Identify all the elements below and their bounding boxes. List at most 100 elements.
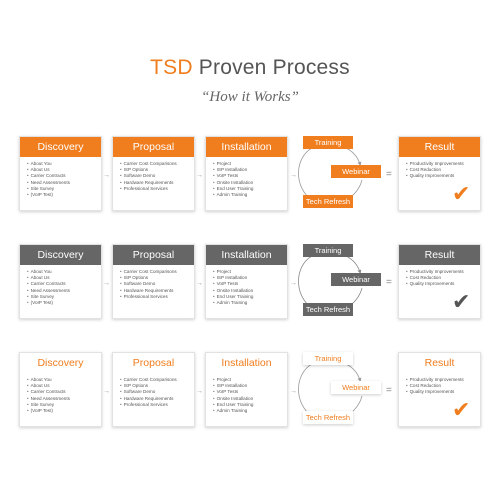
result-item-list: Productivity ImprovementsCost ReductionQ… <box>399 265 480 288</box>
checkmark-icon: ✔ <box>452 181 471 206</box>
training-tag: Training <box>303 136 353 149</box>
result-card-title: Result <box>399 137 480 157</box>
discovery-card-title: Discovery <box>20 137 101 157</box>
installation-card-title: Installation <box>206 245 287 265</box>
list-item: Need Assessments <box>27 180 97 186</box>
list-item: Software Demo <box>120 389 190 395</box>
arrow-right-icon: → <box>196 280 203 287</box>
list-item: Quality Improvements <box>406 281 476 287</box>
discovery-item-list: About YouAbout UsCarrier ContractsNeed A… <box>20 157 101 198</box>
proposal-item-list: Carrier Cost ComparisonsISP OptionsSoftw… <box>113 157 194 192</box>
list-item: Professional Services <box>120 186 190 192</box>
list-item: Admin Training <box>213 300 283 306</box>
equals-sign: = <box>386 385 392 396</box>
process-row-orange: DiscoveryAbout YouAbout UsCarrier Contra… <box>0 136 500 212</box>
list-item: Productivity Improvements <box>406 161 476 167</box>
installation-card: InstallationProjectISP InstallationVoIP … <box>205 352 288 427</box>
list-item: About You <box>27 161 97 167</box>
list-item: Admin Training <box>213 408 283 414</box>
tech-refresh-tag: Tech Refresh <box>303 411 353 424</box>
installation-item-list: ProjectISP InstallationVoIP TestsOnsite … <box>206 265 287 306</box>
result-card: ResultProductivity ImprovementsCost Redu… <box>398 244 481 319</box>
arrow-right-icon: → <box>290 280 297 287</box>
discovery-card: DiscoveryAbout YouAbout UsCarrier Contra… <box>19 352 102 427</box>
proposal-card: ProposalCarrier Cost ComparisonsISP Opti… <box>112 352 195 427</box>
page-title: TSD Proven Process <box>0 56 500 80</box>
page-title-highlight: TSD <box>150 56 193 79</box>
installation-item-list: ProjectISP InstallationVoIP TestsOnsite … <box>206 373 287 414</box>
proposal-card: ProposalCarrier Cost ComparisonsISP Opti… <box>112 244 195 319</box>
list-item: (VoIP Test) <box>27 300 97 306</box>
list-item: Professional Services <box>120 402 190 408</box>
list-item: Quality Improvements <box>406 173 476 179</box>
list-item: (VoIP Test) <box>27 408 97 414</box>
list-item: (VoIP Test) <box>27 192 97 198</box>
list-item: Project <box>213 161 283 167</box>
list-item: Carrier Cost Comparisons <box>120 377 190 383</box>
list-item: Project <box>213 377 283 383</box>
list-item: About Us <box>27 167 97 173</box>
tech-refresh-tag: Tech Refresh <box>303 303 353 316</box>
list-item: Carrier Contracts <box>27 173 97 179</box>
training-tag: Training <box>303 244 353 257</box>
proposal-item-list: Carrier Cost ComparisonsISP OptionsSoftw… <box>113 373 194 408</box>
list-item: About Us <box>27 383 97 389</box>
proposal-card-title: Proposal <box>113 137 194 157</box>
list-item: Site Survey <box>27 186 97 192</box>
arrow-right-icon: → <box>290 172 297 179</box>
list-item: Cost Reduction <box>406 383 476 389</box>
list-item: Carrier Contracts <box>27 281 97 287</box>
page-title-rest: Proven Process <box>192 56 350 79</box>
list-item: Software Demo <box>120 173 190 179</box>
list-item: End User Training <box>213 402 283 408</box>
discovery-card: DiscoveryAbout YouAbout UsCarrier Contra… <box>19 244 102 319</box>
result-card-title: Result <box>399 245 480 265</box>
discovery-item-list: About YouAbout UsCarrier ContractsNeed A… <box>20 265 101 306</box>
discovery-item-list: About YouAbout UsCarrier ContractsNeed A… <box>20 373 101 414</box>
list-item: Need Assessments <box>27 288 97 294</box>
process-row-gray: DiscoveryAbout YouAbout UsCarrier Contra… <box>0 244 500 320</box>
list-item: About You <box>27 269 97 275</box>
list-item: ISP Options <box>120 167 190 173</box>
list-item: Cost Reduction <box>406 167 476 173</box>
list-item: VoIP Tests <box>213 173 283 179</box>
list-item: Onsite Installation <box>213 396 283 402</box>
page-subtitle: “How it Works” <box>201 89 299 105</box>
list-item: About Us <box>27 275 97 281</box>
equals-sign: = <box>386 169 392 180</box>
installation-item-list: ProjectISP InstallationVoIP TestsOnsite … <box>206 157 287 198</box>
list-item: ISP Options <box>120 383 190 389</box>
result-item-list: Productivity ImprovementsCost ReductionQ… <box>399 157 480 180</box>
list-item: Hardware Requirements <box>120 180 190 186</box>
arrow-right-icon: → <box>196 172 203 179</box>
tech-refresh-tag: Tech Refresh <box>303 195 353 208</box>
list-item: Software Demo <box>120 281 190 287</box>
list-item: Carrier Cost Comparisons <box>120 269 190 275</box>
list-item: About You <box>27 377 97 383</box>
list-item: ISP Installation <box>213 167 283 173</box>
proposal-card: ProposalCarrier Cost ComparisonsISP Opti… <box>112 136 195 211</box>
discovery-card-title: Discovery <box>20 353 101 373</box>
installation-card: InstallationProjectISP InstallationVoIP … <box>205 136 288 211</box>
list-item: Need Assessments <box>27 396 97 402</box>
result-item-list: Productivity ImprovementsCost ReductionQ… <box>399 373 480 396</box>
list-item: Carrier Contracts <box>27 389 97 395</box>
proposal-card-title: Proposal <box>113 353 194 373</box>
installation-card-title: Installation <box>206 137 287 157</box>
result-card-title: Result <box>399 353 480 373</box>
list-item: Site Survey <box>27 294 97 300</box>
list-item: Professional Services <box>120 294 190 300</box>
checkmark-icon: ✔ <box>452 397 471 422</box>
list-item: Carrier Cost Comparisons <box>120 161 190 167</box>
arrow-right-icon: → <box>196 388 203 395</box>
arrow-right-icon: → <box>103 172 110 179</box>
discovery-card-title: Discovery <box>20 245 101 265</box>
arrow-right-icon: → <box>290 388 297 395</box>
webinar-tag: Webinar <box>331 165 381 178</box>
discovery-card: DiscoveryAbout YouAbout UsCarrier Contra… <box>19 136 102 211</box>
training-tag: Training <box>303 352 353 365</box>
checkmark-icon: ✔ <box>452 289 471 314</box>
list-item: Onsite Installation <box>213 288 283 294</box>
arrow-right-icon: → <box>103 280 110 287</box>
list-item: Site Survey <box>27 402 97 408</box>
